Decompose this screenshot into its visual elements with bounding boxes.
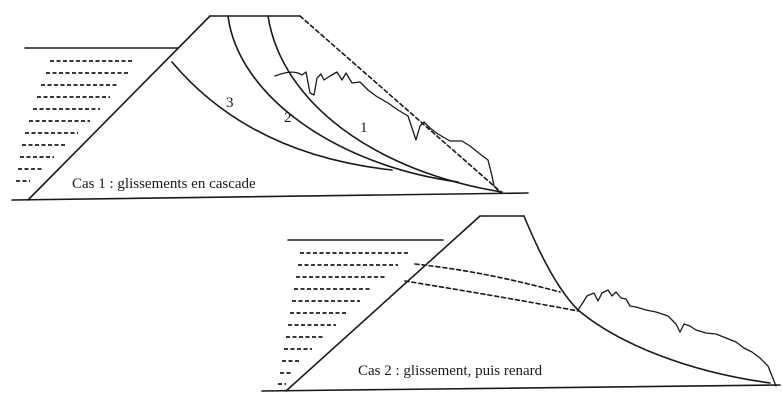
case1-slip-surface-1 xyxy=(267,15,503,193)
case1-upstream-slope xyxy=(27,15,211,201)
case2-foundation-line xyxy=(261,384,781,392)
case2-seepage-line-lower xyxy=(404,280,579,312)
slip-surface-label-2: 2 xyxy=(284,110,292,126)
case2-debris-outline xyxy=(577,289,777,387)
case2-slip-surface xyxy=(577,309,771,384)
case1-original-slope xyxy=(299,15,503,194)
case1-reservoir-water xyxy=(16,60,132,182)
slip-surface-label-3: 3 xyxy=(226,95,234,111)
case1-caption: Cas 1 : glissements en cascade xyxy=(72,176,256,192)
case2-reservoir-water xyxy=(278,252,410,385)
case1-debris-outline xyxy=(274,71,501,194)
case2-caption: Cas 2 : glissement, puis renard xyxy=(358,363,543,379)
case2-seepage-line-upper xyxy=(414,263,561,293)
case2-downstream-slope xyxy=(523,215,579,311)
case2-upstream-slope xyxy=(285,215,481,392)
case1-slip-surface-3 xyxy=(171,61,393,171)
case1-slip-surface-2 xyxy=(227,15,459,183)
case1-foundation-line xyxy=(11,192,529,201)
case2-dam xyxy=(261,215,781,392)
case1-dam xyxy=(11,15,529,201)
slip-surface-label-1: 1 xyxy=(360,120,368,136)
